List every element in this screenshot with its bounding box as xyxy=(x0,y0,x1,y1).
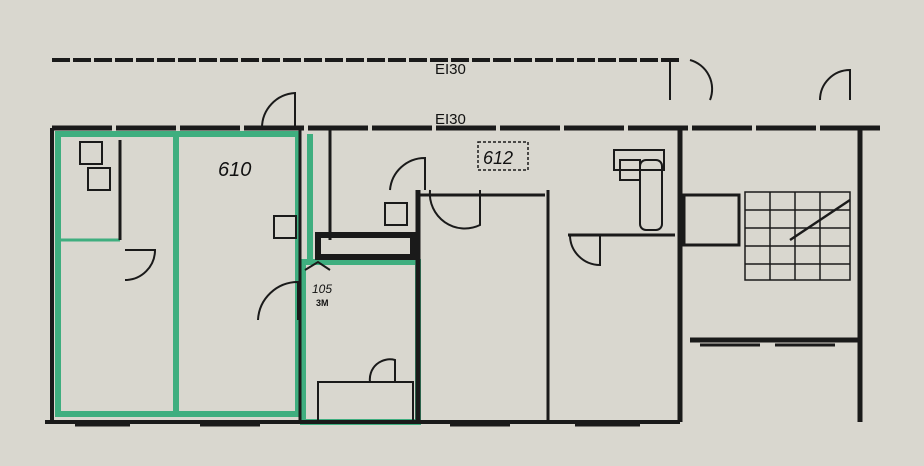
room-sublabel-105: 3M xyxy=(316,298,329,308)
room-label-105: 105 xyxy=(312,282,332,296)
staircase xyxy=(682,191,851,281)
fire-rating-lower: EI30 xyxy=(435,111,466,128)
room-label-610: 610 xyxy=(218,159,251,181)
doors xyxy=(124,59,851,383)
fire-rating-upper: EI30 xyxy=(435,61,466,78)
room-label-612: 612 xyxy=(483,148,513,168)
windows xyxy=(75,343,835,427)
room-612-label-box xyxy=(477,141,529,171)
walls xyxy=(45,58,880,424)
